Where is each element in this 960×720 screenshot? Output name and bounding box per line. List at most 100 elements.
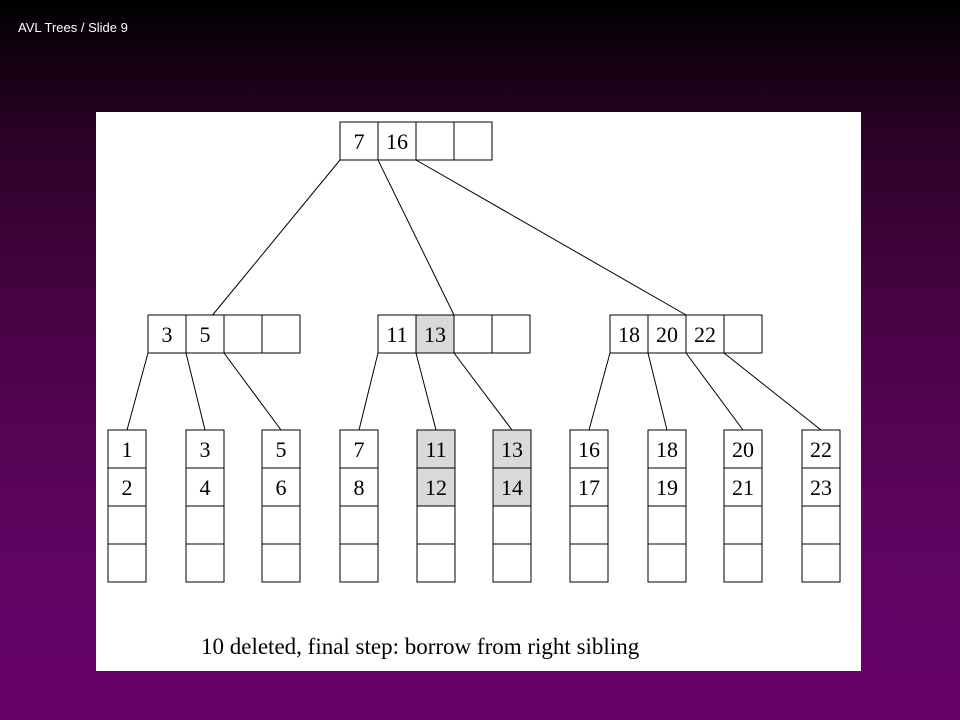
internal-node-0-key-0: 3 xyxy=(162,322,173,347)
leaf-node-6-cell-2 xyxy=(569,505,609,545)
internal-node-2-cell-1 xyxy=(647,314,687,354)
leaf-node-0-key-0: 1 xyxy=(122,437,133,462)
leaf-node-5: 13 14 xyxy=(492,429,532,583)
root-edge-1 xyxy=(377,159,455,316)
leaf-node-5-cell-0 xyxy=(492,429,532,469)
leaf-edge-7 xyxy=(647,352,668,431)
leaf-edge-0 xyxy=(126,352,149,431)
leaf-node-2-cell-0 xyxy=(261,429,301,469)
leaf-edge-2 xyxy=(223,352,282,431)
leaf-edge-8 xyxy=(685,352,744,431)
leaf-node-3-cell-3 xyxy=(339,543,379,583)
leaf-node-5-key-1: 14 xyxy=(501,475,523,500)
leaf-node-4-cell-2 xyxy=(416,505,456,545)
internal-node-2-cell-2 xyxy=(685,314,725,354)
leaf-node-0-cell-0 xyxy=(107,429,147,469)
leaf-node-9-key-0: 22 xyxy=(810,437,832,462)
leaf-node-0-cell-2 xyxy=(107,505,147,545)
internal-node-0-cell-3 xyxy=(261,314,301,354)
leaf-node-6-cell-1 xyxy=(569,467,609,507)
leaf-node-5-cell-2 xyxy=(492,505,532,545)
leaf-edge-3 xyxy=(358,352,379,431)
internal-node-2-cell-0 xyxy=(609,314,649,354)
internal-node-1-cell-1 xyxy=(415,314,455,354)
leaf-node-5-cell-1 xyxy=(492,467,532,507)
internal-node-0-key-1: 5 xyxy=(200,322,211,347)
leaf-node-7-key-1: 19 xyxy=(656,475,678,500)
leaf-node-1-cell-2 xyxy=(185,505,225,545)
leaf-node-0-cell-1 xyxy=(107,467,147,507)
leaf-node-8-cell-0 xyxy=(723,429,763,469)
leaf-node-3: 78 xyxy=(339,429,379,583)
leaf-node-7-cell-3 xyxy=(647,543,687,583)
leaf-node-6-key-0: 16 xyxy=(578,437,600,462)
leaf-node-1-key-1: 4 xyxy=(200,475,211,500)
leaf-node-4-cell-0 xyxy=(416,429,456,469)
leaf-node-2-cell-3 xyxy=(261,543,301,583)
leaf-node-2-cell-2 xyxy=(261,505,301,545)
leaf-node-3-cell-0 xyxy=(339,429,379,469)
leaf-node-4-key-0: 11 xyxy=(425,437,446,462)
internal-node-2-key-0: 18 xyxy=(618,322,640,347)
leaf-edge-9 xyxy=(723,352,822,431)
leaf-node-4-key-1: 12 xyxy=(425,475,447,500)
leaf-node-0-key-1: 2 xyxy=(122,475,133,500)
root-node: 7 16 xyxy=(339,121,493,161)
leaf-node-9: 22 23 xyxy=(801,429,841,583)
root-node-cell-2 xyxy=(415,121,455,161)
leaf-edge-1 xyxy=(185,352,206,431)
leaf-node-5-cell-3 xyxy=(492,543,532,583)
leaf-edge-5 xyxy=(453,352,513,431)
internal-node-0-cell-0 xyxy=(147,314,187,354)
leaf-edge-4 xyxy=(415,352,437,431)
leaf-edge-6 xyxy=(588,352,611,431)
root-edge-2 xyxy=(415,159,687,316)
internal-node-1-key-1: 13 xyxy=(424,322,446,347)
leaf-node-3-key-1: 8 xyxy=(354,475,365,500)
internal-node-2-key-2: 22 xyxy=(694,322,716,347)
root-node-cell-0 xyxy=(339,121,379,161)
leaf-node-1-cell-3 xyxy=(185,543,225,583)
leaf-node-9-cell-2 xyxy=(801,505,841,545)
leaf-node-7-cell-2 xyxy=(647,505,687,545)
leaf-node-8-key-1: 21 xyxy=(732,475,754,500)
root-node-cell-1 xyxy=(377,121,417,161)
leaf-node-8-cell-3 xyxy=(723,543,763,583)
leaf-node-4-cell-1 xyxy=(416,467,456,507)
leaf-node-4-cell-3 xyxy=(416,543,456,583)
leaf-node-0-cell-3 xyxy=(107,543,147,583)
leaf-node-3-key-0: 7 xyxy=(354,437,365,462)
leaf-node-6-cell-3 xyxy=(569,543,609,583)
internal-node-2-key-1: 20 xyxy=(656,322,678,347)
root-node-key-0: 7 xyxy=(354,129,365,154)
internal-node-0-cell-2 xyxy=(223,314,263,354)
root-node-key-1: 16 xyxy=(386,129,408,154)
root-edge-0 xyxy=(212,159,341,316)
leaf-node-1: 34 xyxy=(185,429,225,583)
leaf-node-9-cell-0 xyxy=(801,429,841,469)
leaf-node-3-cell-1 xyxy=(339,467,379,507)
slide-header: AVL Trees / Slide 9 xyxy=(18,20,128,35)
leaf-node-6-cell-0 xyxy=(569,429,609,469)
leaf-node-8-cell-1 xyxy=(723,467,763,507)
leaf-node-0: 12 xyxy=(107,429,147,583)
leaf-node-7-cell-0 xyxy=(647,429,687,469)
leaf-node-6-key-1: 17 xyxy=(578,475,600,500)
internal-node-2: 18 20 22 xyxy=(609,314,763,354)
leaf-node-5-key-0: 13 xyxy=(501,437,523,462)
leaf-node-9-cell-3 xyxy=(801,543,841,583)
leaf-node-3-cell-2 xyxy=(339,505,379,545)
leaf-node-2-key-1: 6 xyxy=(276,475,287,500)
internal-node-1-key-0: 11 xyxy=(386,322,407,347)
leaf-node-7-key-0: 18 xyxy=(656,437,678,462)
internal-node-1: 11 13 xyxy=(377,314,531,354)
diagram-caption: 10 deleted, final step: borrow from righ… xyxy=(201,634,640,659)
leaf-node-9-key-1: 23 xyxy=(810,475,832,500)
edges xyxy=(126,159,822,431)
